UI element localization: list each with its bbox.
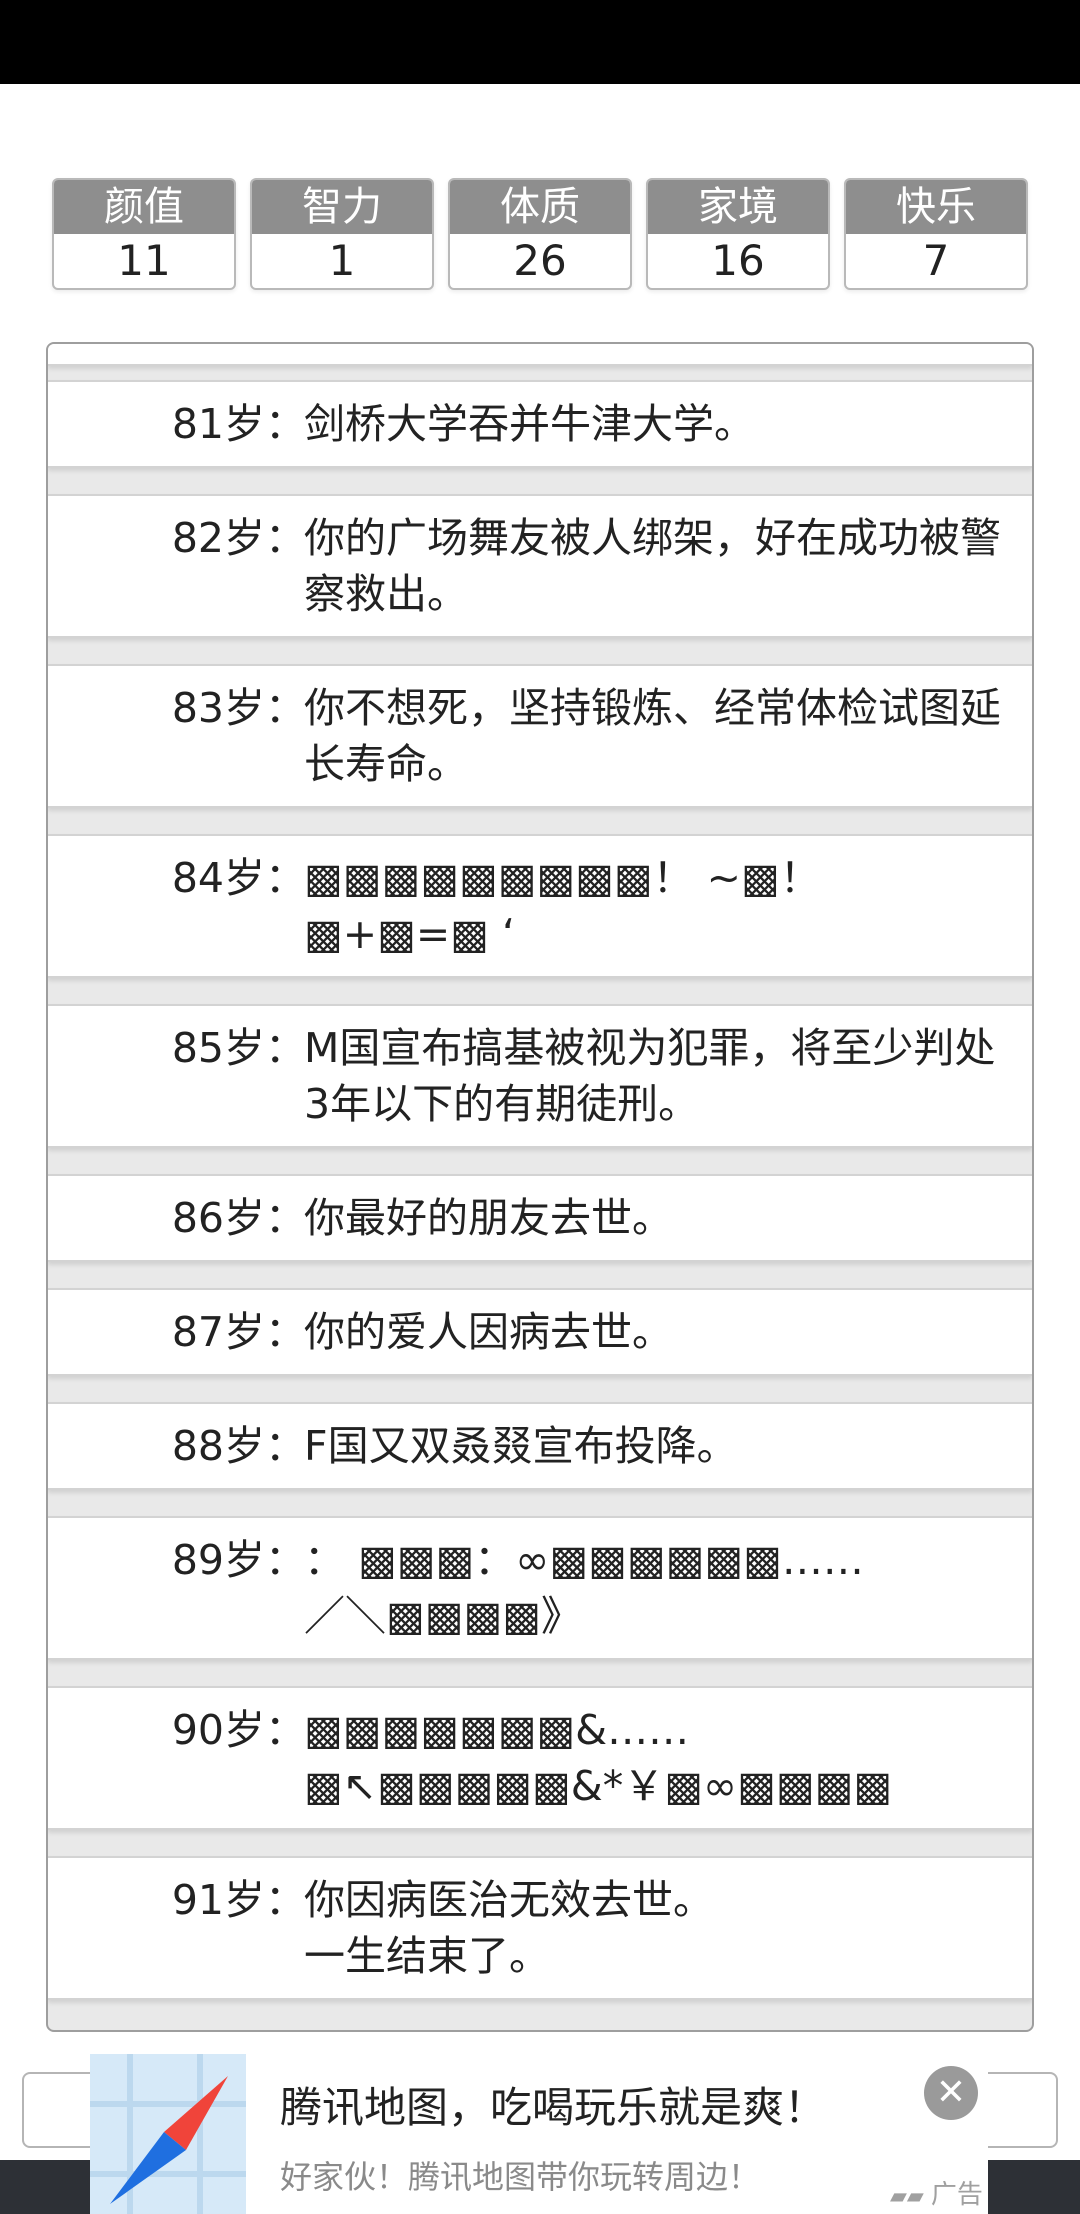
- log-entry: 87岁： 你的爱人因病去世。: [48, 1288, 1032, 1376]
- stat-happiness: 快乐 7: [844, 178, 1028, 290]
- log-entry: 84岁： ▩▩▩▩▩▩▩▩▩！ ~▩！ ▩+▩=▩ ‘: [48, 834, 1032, 978]
- stat-family: 家境 16: [646, 178, 830, 290]
- status-bar: [0, 0, 1080, 84]
- ad-label: ▰▰ 广告: [890, 2174, 983, 2211]
- log-top-strip: [48, 344, 1032, 366]
- entry-age: 87岁：: [171, 1308, 306, 1356]
- entry-text: ▩▩▩▩▩▩▩&…… ▩↖▩▩▩▩▩&*￥▩∞▩▩▩▩: [304, 1706, 893, 1810]
- entry-age: 91岁：: [171, 1876, 306, 1924]
- stat-value: 26: [513, 236, 567, 285]
- entry-age: 90岁：: [171, 1706, 306, 1754]
- log-entry: 85岁： M国宣布搞基被视为犯罪，将至少判处3年以下的有期徒刑。: [48, 1004, 1032, 1148]
- stat-label: 快乐: [846, 180, 1026, 234]
- stat-intelligence: 智力 1: [250, 178, 434, 290]
- log-entry: 88岁： F国又双叒叕宣布投降。: [48, 1402, 1032, 1490]
- entry-text: M国宣布搞基被视为犯罪，将至少判处3年以下的有期徒刑。: [304, 1024, 996, 1128]
- entry-age: 82岁：: [171, 514, 306, 562]
- ad-title[interactable]: 腾讯地图，吃喝玩乐就是爽！: [280, 2083, 827, 2132]
- entry-text: 你因病医治无效去世。 一生结束了。: [304, 1876, 714, 1980]
- close-icon[interactable]: ✕: [924, 2066, 978, 2120]
- stat-value: 11: [117, 236, 171, 285]
- entry-text: 你的广场舞友被人绑架，好在成功被警察救出。: [304, 514, 1001, 618]
- stat-value: 16: [711, 236, 765, 285]
- attribute-stats: 颜值 11 智力 1 体质 26 家境 16 快乐 7: [52, 178, 1028, 290]
- stat-label: 颜值: [54, 180, 234, 234]
- stat-label: 家境: [648, 180, 828, 234]
- entry-age: 86岁：: [171, 1194, 306, 1242]
- entry-text: F国又双叒叕宣布投降。: [304, 1422, 738, 1470]
- entry-age: 84岁：: [171, 854, 306, 902]
- stat-constitution: 体质 26: [448, 178, 632, 290]
- life-log-panel[interactable]: 81岁： 剑桥大学吞并牛津大学。 82岁： 你的广场舞友被人绑架，好在成功被警察…: [46, 342, 1034, 2032]
- ad-subtitle[interactable]: 好家伙！腾讯地图带你玩转周边！: [280, 2158, 761, 2196]
- entry-text: 你的爱人因病去世。: [304, 1308, 673, 1356]
- entry-age: 83岁：: [171, 684, 306, 732]
- ad-tag-text: 广告: [930, 2180, 983, 2210]
- ad-banner[interactable]: 腾讯地图，吃喝玩乐就是爽！ 好家伙！腾讯地图带你玩转周边！ ✕ ▰▰ 广告: [90, 2054, 988, 2214]
- entry-text: 你最好的朋友去世。: [304, 1194, 673, 1242]
- log-entry: 82岁： 你的广场舞友被人绑架，好在成功被警察救出。: [48, 494, 1032, 638]
- ad-logo-icon: ▰▰: [890, 2184, 931, 2209]
- log-entry: 83岁： 你不想死，坚持锻炼、经常体检试图延长寿命。: [48, 664, 1032, 808]
- log-entry: 89岁： ： ▩▩▩：∞▩▩▩▩▩▩…… ／＼▩▩▩▩》: [48, 1516, 1032, 1660]
- log-entry: 90岁： ▩▩▩▩▩▩▩&…… ▩↖▩▩▩▩▩&*￥▩∞▩▩▩▩: [48, 1686, 1032, 1830]
- life-log-list: 81岁： 剑桥大学吞并牛津大学。 82岁： 你的广场舞友被人绑架，好在成功被警察…: [48, 344, 1032, 2026]
- stat-value: 1: [328, 236, 356, 285]
- stat-label: 体质: [450, 180, 630, 234]
- compass-icon: [90, 2054, 246, 2214]
- entry-text: ▩▩▩▩▩▩▩▩▩！ ~▩！ ▩+▩=▩ ‘: [304, 854, 821, 958]
- stat-appearance: 颜值 11: [52, 178, 236, 290]
- entry-age: 85岁：: [171, 1024, 306, 1072]
- entry-age: 88岁：: [171, 1422, 306, 1470]
- stat-label: 智力: [252, 180, 432, 234]
- entry-age: 89岁：: [171, 1536, 306, 1584]
- entry-text: 剑桥大学吞并牛津大学。: [304, 400, 755, 448]
- stat-value: 7: [922, 236, 950, 285]
- log-entry: 81岁： 剑桥大学吞并牛津大学。: [48, 380, 1032, 468]
- log-entry: 91岁： 你因病医治无效去世。 一生结束了。: [48, 1856, 1032, 2000]
- entry-text: ： ▩▩▩：∞▩▩▩▩▩▩…… ／＼▩▩▩▩》: [304, 1536, 864, 1640]
- log-entry: 86岁： 你最好的朋友去世。: [48, 1174, 1032, 1262]
- entry-text: 你不想死，坚持锻炼、经常体检试图延长寿命。: [304, 684, 1001, 788]
- entry-age: 81岁：: [171, 400, 306, 448]
